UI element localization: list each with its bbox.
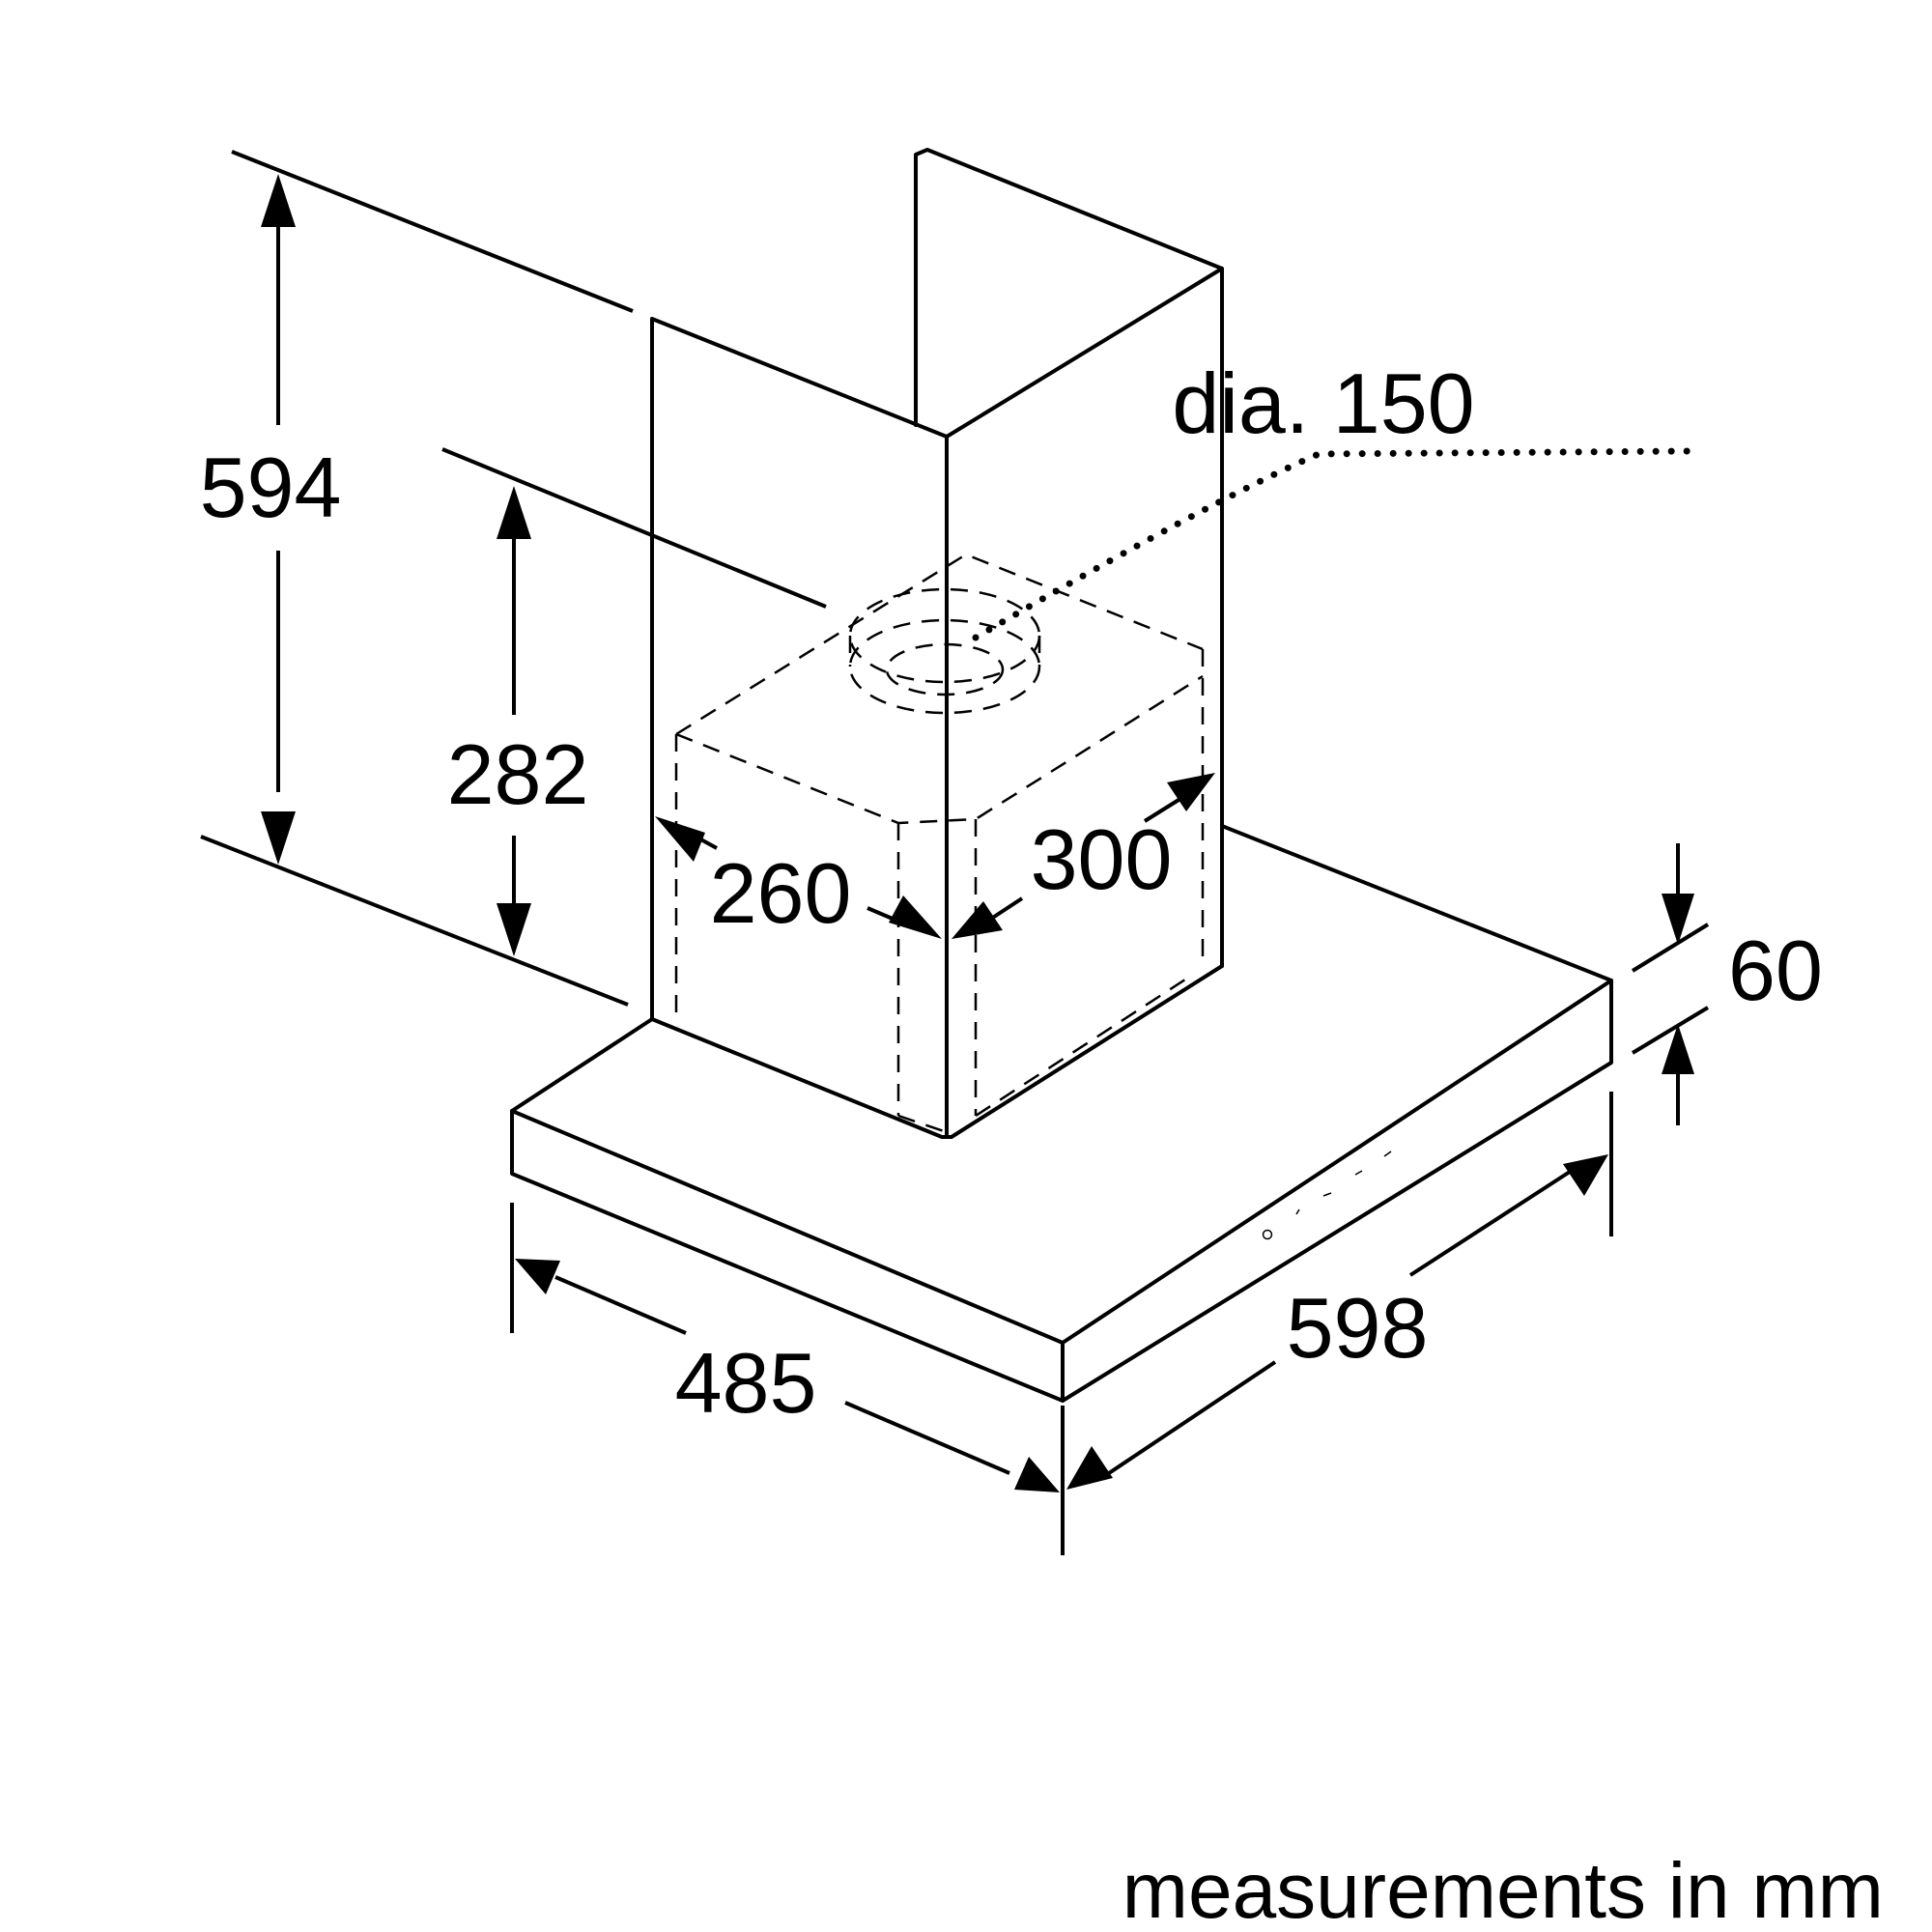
label-canopy-thickness: 60 [1728, 923, 1823, 1018]
dimension-canopy-thickness [1631, 843, 1710, 1125]
label-chimney-depth: 260 [710, 845, 852, 941]
dimension-canopy-width [1061, 1092, 1613, 1555]
dimension-chimney-height [200, 150, 634, 1007]
level-3-icon [1354, 1170, 1363, 1176]
inner-box-hidden [674, 553, 1205, 1134]
dimension-chimney-width [952, 773, 1215, 939]
label-chimney-height: 594 [200, 440, 342, 535]
measurements-note: measurements in mm [1122, 1847, 1884, 1932]
label-chimney-width: 300 [1031, 811, 1173, 907]
label-inner-height: 282 [447, 726, 589, 822]
dimension-chimney-depth [655, 816, 942, 939]
power-icon [1262, 1229, 1273, 1240]
dimension-canopy-depth [510, 1203, 1060, 1492]
boost-icon [1383, 1151, 1392, 1157]
canopy [510, 824, 1613, 1403]
dimension-inner-height [441, 447, 827, 956]
control-panel [1262, 1151, 1392, 1240]
label-canopy-depth: 485 [675, 1335, 817, 1431]
label-duct-diameter: dia. 150 [1172, 355, 1474, 451]
chimney [650, 148, 1224, 1139]
level-2-icon [1322, 1192, 1332, 1197]
label-canopy-width: 598 [1287, 1280, 1429, 1376]
duct-diameter-leader [972, 447, 1694, 641]
level-1-icon [1295, 1208, 1300, 1215]
